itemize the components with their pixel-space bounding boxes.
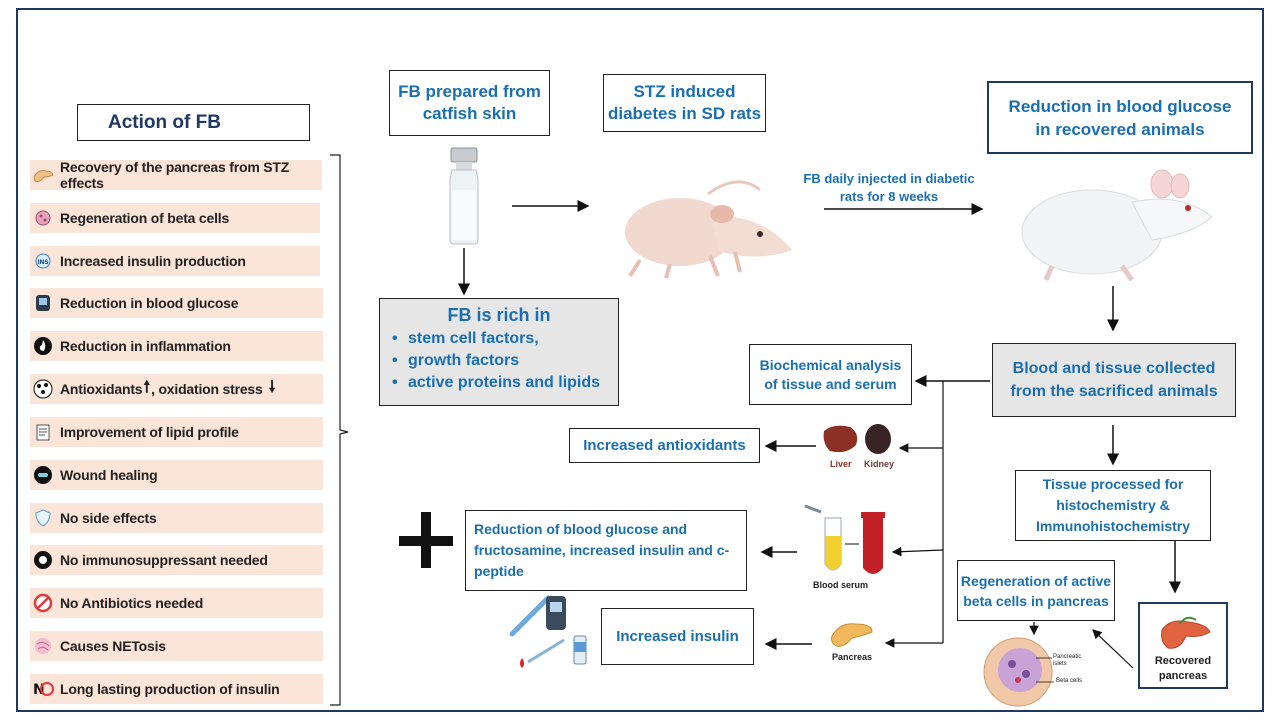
list-item-label: No immunosuppressant needed (60, 552, 268, 568)
arrow-up-icon: 🠕 (143, 378, 151, 396)
arrow-down-icon: 🠗 (268, 378, 276, 396)
action-title-box: Action of FB (77, 104, 310, 141)
fb-rich-item: stem cell factors, (388, 330, 610, 348)
injection-note: FB daily injected in diabetic rats for 8… (800, 170, 978, 206)
fb-rich-box: FB is rich in stem cell factors, growth … (379, 298, 619, 406)
increased-antioxidants-box: Increased antioxidants (569, 428, 760, 463)
fb-rich-title: FB is rich in (447, 305, 551, 325)
blood-tissue-label: Blood and tissue collected from the sacr… (1010, 360, 1218, 400)
no-diabetes-icon: N (32, 678, 54, 700)
list-item-label: Reduction in blood glucose (60, 295, 239, 311)
molecule-icon (32, 378, 54, 400)
svg-text:INS: INS (38, 259, 49, 266)
cell-icon (32, 207, 54, 229)
list-item-label: Causes NETosis (60, 638, 166, 654)
tissue-processed-box: Tissue processed for histochemistry & Im… (1015, 470, 1211, 541)
vial-image (444, 146, 484, 246)
biochemical-label: Biochemical analysis of tissue and serum (759, 356, 902, 392)
list-item: Antioxidants 🠕 , oxidation stress 🠗 (30, 374, 323, 404)
glucometer-icon (32, 292, 54, 314)
tissue-processed-label: Tissue processed for histochemistry & Im… (1035, 476, 1191, 534)
fb-rich-item: growth factors (388, 352, 610, 370)
reduction-recovered-label: Reduction in blood glucose in recovered … (1008, 96, 1232, 139)
pancreas-image: Pancreas (826, 614, 876, 664)
insulin-kit-image (508, 592, 594, 678)
list-item: INS Increased insulin production (30, 246, 320, 276)
regeneration-beta-label: Regeneration of active beta cells in pan… (960, 572, 1112, 609)
list-item-label: Long lasting production of insulin (60, 681, 280, 697)
shield-icon (32, 507, 54, 529)
list-item: Recovery of the pancreas from STZ effect… (30, 159, 322, 191)
blood-tissue-box: Blood and tissue collected from the sacr… (992, 343, 1236, 417)
increased-antioxidants-label: Increased antioxidants (583, 437, 746, 454)
list-item: No immunosuppressant needed (30, 545, 323, 575)
increased-insulin-label: Increased insulin (616, 628, 739, 645)
list-item-label: Wound healing (60, 467, 158, 483)
recovered-pancreas-label: Recovered pancreas (1154, 655, 1212, 682)
fb-prepared-box: FB prepared from catfish skin (389, 70, 550, 136)
bandage-icon (32, 464, 54, 486)
recovered-pancreas-icon (1161, 616, 1211, 649)
regeneration-beta-box: Regeneration of active beta cells in pan… (957, 560, 1115, 621)
fb-prepared-label: FB prepared from catfish skin (398, 82, 541, 123)
reduction-recovered-box: Reduction in blood glucose in recovered … (987, 81, 1253, 154)
list-item: Causes NETosis (30, 631, 323, 661)
list-item: No side effects (30, 503, 323, 533)
diabetic-rat-image (610, 172, 800, 282)
arrow-to-serum (891, 546, 944, 557)
flame-icon (32, 335, 54, 357)
recovered-pancreas-box: Recovered pancreas (1138, 602, 1228, 689)
lipid-icon (32, 421, 54, 443)
pancreas-caption: Pancreas (832, 652, 873, 662)
reduction-fructosamine-box: Reduction of blood glucose and fructosam… (465, 510, 747, 591)
pancreatic-islets-caption: Pancreatic islets (1053, 654, 1082, 667)
fb-rich-list: stem cell factors, growth factors active… (388, 326, 610, 392)
svg-text:N: N (33, 682, 45, 698)
list-item-label: Antioxidants (60, 381, 143, 397)
fb-rich-item: active proteins and lipids (388, 374, 610, 392)
list-item: Reduction in inflammation (30, 331, 323, 361)
list-item-label-2: , oxidation stress (151, 381, 263, 397)
list-item-label: Regeneration of beta cells (60, 210, 230, 226)
beta-cells-caption: Beta cells (1056, 678, 1083, 684)
recovered-rat-image (1012, 162, 1217, 282)
reduction-fructosamine-label: Reduction of blood glucose and fructosam… (474, 521, 730, 579)
list-item: Reduction in blood glucose (30, 288, 323, 318)
list-bracket (330, 154, 349, 706)
arrow-recovered-to-islets (1092, 629, 1134, 669)
insulin-icon: INS (32, 250, 54, 272)
list-item: Wound healing (30, 460, 323, 490)
list-item-label: No Antibiotics needed (60, 595, 204, 611)
pancreas-icon (32, 164, 54, 186)
kidney-caption: Kidney (864, 459, 895, 469)
no-antibiotic-icon (32, 592, 54, 614)
liver-kidney-image: Liver Kidney (820, 421, 900, 473)
blood-serum-caption: Blood serum (813, 580, 869, 590)
stz-induced-box: STZ induced diabetes in SD rats (603, 74, 766, 132)
list-item-label: No side effects (60, 510, 157, 526)
immune-icon (32, 549, 54, 571)
action-title: Action of FB (108, 111, 221, 133)
list-item: N Long lasting production of insulin (30, 674, 323, 704)
biochemical-box: Biochemical analysis of tissue and serum (749, 344, 912, 405)
list-item: Regeneration of beta cells (30, 203, 320, 233)
increased-insulin-box: Increased insulin (601, 608, 754, 665)
list-item-label: Improvement of lipid profile (60, 424, 239, 440)
pancreatic-islets-image: Pancreatic islets Beta cells (980, 636, 1090, 708)
blood-serum-image: Blood serum (795, 500, 895, 592)
liver-caption: Liver (830, 459, 852, 469)
list-item: No Antibiotics needed (30, 588, 323, 618)
net-icon (32, 635, 54, 657)
list-item-label: Reduction in inflammation (60, 338, 231, 354)
list-item-label: Increased insulin production (60, 253, 246, 269)
diagram-frame (16, 8, 1264, 712)
stz-induced-label: STZ induced diabetes in SD rats (607, 82, 762, 123)
injection-note-label: FB daily injected in diabetic rats for 8… (803, 171, 975, 204)
list-item: Improvement of lipid profile (30, 417, 323, 447)
list-item-label: Recovery of the pancreas from STZ effect… (60, 159, 290, 191)
plus-icon (397, 508, 455, 572)
